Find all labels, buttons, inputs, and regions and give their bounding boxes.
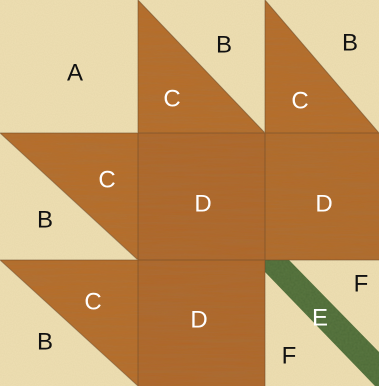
label-b-middle-left: B — [37, 206, 53, 233]
label-b-top-right: B — [342, 29, 358, 56]
label-f-top-right: F — [354, 270, 369, 297]
label-d-center: D — [194, 190, 211, 217]
label-c-top-right: C — [291, 87, 308, 114]
label-d-bottom-middle: D — [190, 306, 207, 333]
label-f-bottom-left: F — [282, 342, 297, 369]
label-c-middle-left: C — [98, 166, 115, 193]
label-c-top-middle: C — [163, 85, 180, 112]
label-b-top-middle: B — [216, 31, 232, 58]
label-a: A — [67, 59, 83, 86]
label-b-bottom-left: B — [37, 328, 53, 355]
label-d-middle-right: D — [315, 190, 332, 217]
label-c-bottom-left: C — [84, 288, 101, 315]
label-e-stem: E — [312, 304, 328, 331]
